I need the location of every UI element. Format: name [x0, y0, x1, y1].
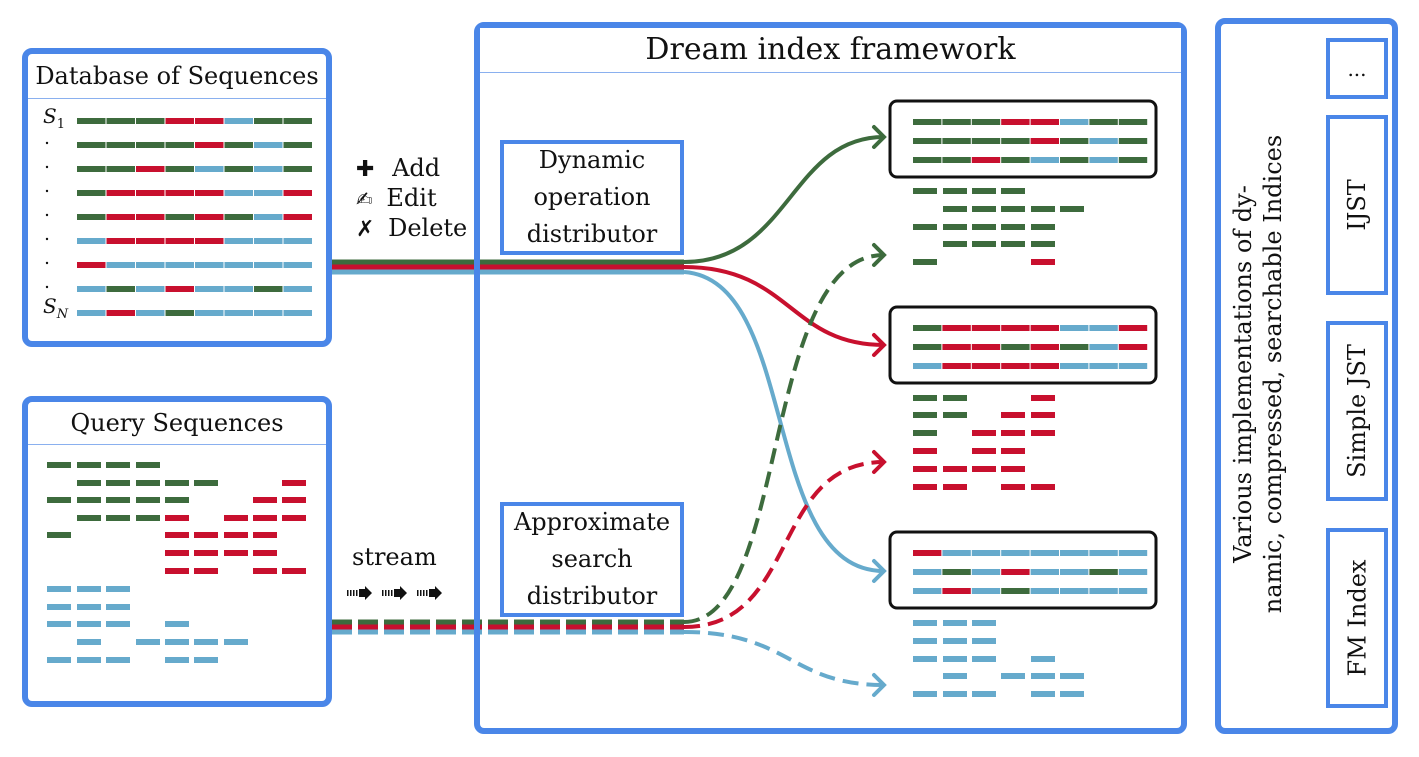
- arrow-head-icon: [872, 673, 887, 697]
- dynamic-to-red-index: [683, 265, 885, 347]
- arrow-head-icon: [872, 559, 887, 583]
- database-panel: Database of Sequences: [22, 48, 332, 347]
- more-implementations-item: ...: [1326, 38, 1388, 99]
- stream-label: stream: [352, 543, 437, 571]
- database-title: Database of Sequences: [28, 54, 326, 99]
- fm-index-item: FM Index: [1326, 528, 1388, 708]
- framework-panel: Dream index framework: [474, 22, 1187, 734]
- query-panel: Query Sequences: [22, 396, 332, 707]
- plus-icon: ✚: [356, 157, 375, 182]
- arrow-head-icon: [872, 450, 887, 474]
- edit-icon: ✍: [356, 187, 373, 211]
- sn-label: SN: [43, 294, 69, 322]
- search-to-green-index: [683, 253, 885, 624]
- ijst-item: IJST: [1326, 115, 1388, 295]
- implementations-caption: Various implementations of dy- namic, co…: [1229, 134, 1287, 614]
- arrow-head-icon: [872, 243, 887, 267]
- dynamic-to-green-index: [683, 135, 885, 264]
- framework-title: Dream index framework: [480, 28, 1181, 73]
- dynamic-to-blue-index: [683, 270, 885, 573]
- query-title: Query Sequences: [28, 402, 326, 445]
- arrow-head-icon: [872, 333, 887, 357]
- simple-jst-item: Simple JST: [1326, 321, 1388, 501]
- search-to-blue-index: [683, 630, 885, 687]
- s1-label: S1: [43, 104, 65, 132]
- operation-edit: ✍ Edit: [356, 184, 437, 212]
- operation-delete: ✗ Delete: [356, 214, 468, 242]
- arrow-head-icon: [872, 125, 887, 149]
- operation-add: ✚ Add: [356, 154, 441, 182]
- cross-icon: ✗: [356, 217, 375, 242]
